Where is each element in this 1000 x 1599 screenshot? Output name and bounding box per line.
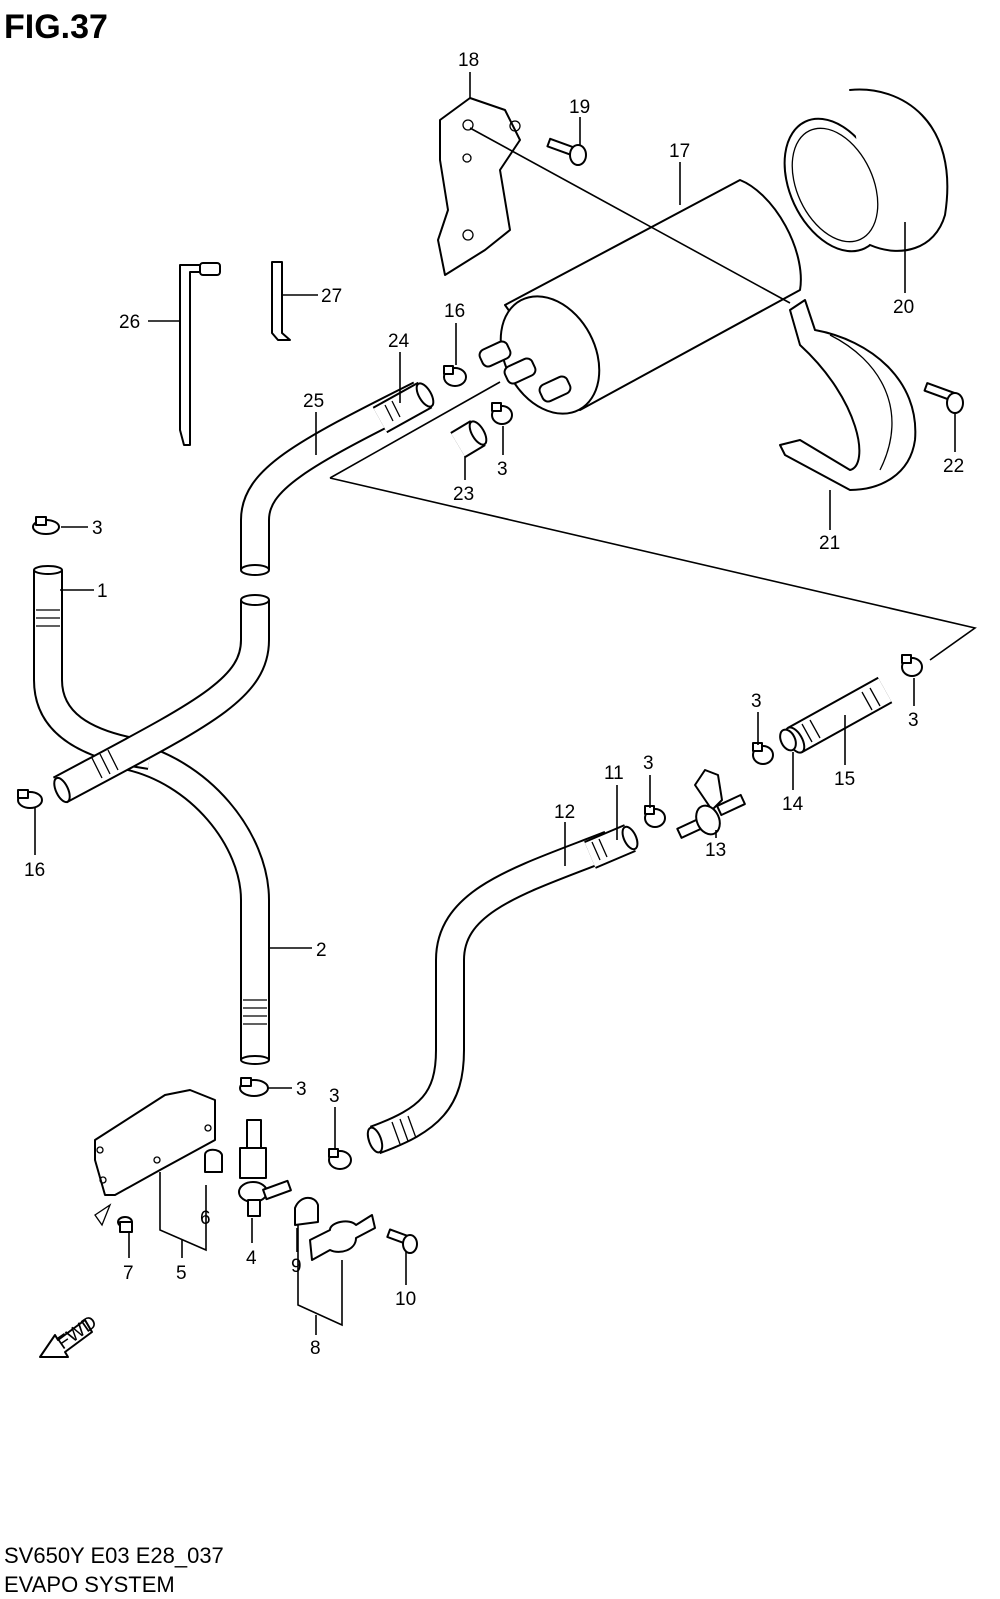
figure-code: SV650Y E03 E28_037 (4, 1543, 224, 1568)
hose-12 (366, 831, 616, 1155)
callout-5: 5 (176, 1263, 187, 1284)
callout-10: 10 (395, 1289, 416, 1310)
callout-19: 19 (569, 97, 590, 118)
callout-3g: 3 (329, 1086, 340, 1107)
callout-4: 4 (246, 1248, 257, 1269)
callout-3f: 3 (296, 1079, 307, 1100)
callout-6: 6 (200, 1208, 211, 1229)
callout-14: 14 (782, 794, 804, 815)
valve-4 (238, 1119, 292, 1217)
bracket-8 (309, 1214, 376, 1261)
clamp-3e (644, 805, 666, 828)
hose-25-lower (52, 594, 270, 804)
fwd-label: FWD (53, 1312, 100, 1354)
callout-2: 2 (316, 940, 327, 961)
clamp-16a (17, 789, 43, 809)
bolt-7 (117, 1216, 133, 1233)
callout-7: 7 (123, 1263, 134, 1284)
bolt-10 (386, 1228, 418, 1254)
callout-16b: 16 (444, 301, 465, 322)
callout-3a: 3 (92, 518, 103, 539)
bracket-18 (437, 97, 521, 276)
clamp-3d (752, 742, 774, 765)
callout-17: 17 (669, 141, 690, 162)
callout-16a: 16 (24, 860, 45, 881)
hose-15 (784, 676, 893, 754)
callout-26: 26 (119, 312, 140, 333)
callout-labels: 3 1 16 2 3 3 4 5 6 7 8 9 10 11 12 3 13 3… (24, 50, 964, 1359)
hose-11 (584, 824, 639, 869)
bracket-5 (94, 1089, 216, 1227)
callout-1: 1 (97, 581, 108, 602)
callout-3d: 3 (751, 691, 762, 712)
callout-12: 12 (554, 802, 575, 823)
band-20 (783, 88, 949, 253)
joint-14 (779, 728, 797, 752)
leader-lines (34, 72, 977, 1335)
callout-27: 27 (321, 286, 342, 307)
callout-15: 15 (834, 769, 855, 790)
band-21 (779, 299, 917, 491)
clamp-3a (32, 516, 60, 535)
callout-18: 18 (458, 50, 479, 71)
callout-25: 25 (303, 391, 324, 412)
clip-6 (204, 1148, 223, 1173)
callout-23: 23 (453, 484, 474, 505)
hose-23 (450, 420, 488, 458)
canister-17 (478, 179, 802, 415)
hose-2 (121, 740, 270, 1065)
callout-3b: 3 (497, 459, 508, 480)
bolt-19 (546, 137, 587, 166)
figure-title: FIG.37 (4, 8, 108, 46)
valve-13 (676, 769, 746, 839)
callout-13: 13 (705, 840, 726, 861)
fwd-arrow: FWD (39, 1312, 101, 1358)
clamp-3g (328, 1148, 352, 1170)
clamp-3f (239, 1077, 269, 1097)
clip-27 (271, 261, 291, 341)
holder-26 (179, 262, 221, 446)
hose-1 (33, 565, 153, 770)
figure-name: EVAPO SYSTEM (4, 1572, 175, 1597)
callout-9: 9 (291, 1256, 302, 1277)
callout-21: 21 (819, 533, 840, 554)
callout-3e: 3 (643, 753, 654, 774)
callout-24: 24 (388, 331, 410, 352)
callout-22: 22 (943, 456, 964, 477)
callout-11: 11 (604, 763, 624, 784)
clip-9 (294, 1196, 319, 1226)
hose-25 (240, 381, 427, 576)
callout-3c: 3 (908, 710, 919, 731)
clamp-3b (491, 402, 513, 425)
bolt-22 (923, 382, 964, 414)
callout-8: 8 (310, 1338, 321, 1359)
hose-24 (372, 381, 435, 434)
callout-20: 20 (893, 297, 914, 318)
clamp-16b (443, 365, 467, 387)
clamp-3c (901, 654, 923, 677)
